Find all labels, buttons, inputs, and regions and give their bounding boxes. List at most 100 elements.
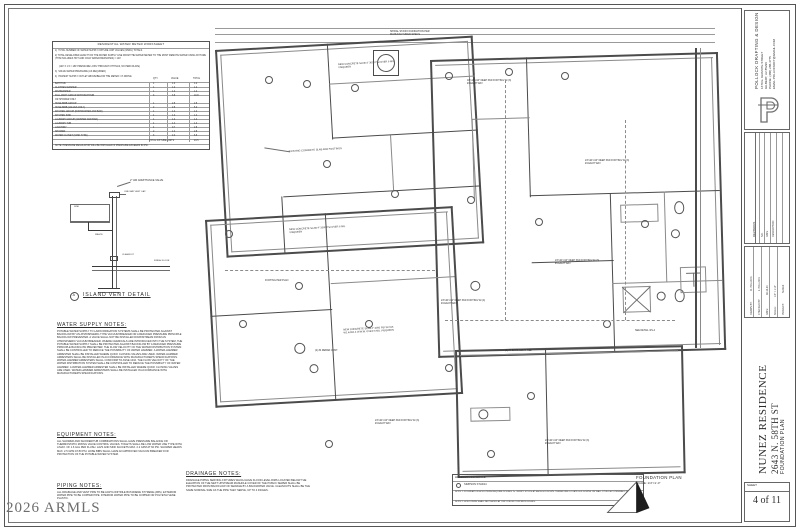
cell-qty: 1 bbox=[153, 103, 155, 105]
fixture-lavatory bbox=[670, 229, 681, 239]
wm-col-qty: QTY. bbox=[153, 78, 159, 80]
detail-bubble-marker[interactable] bbox=[527, 392, 535, 400]
wm-footnote: NOTE: PRESSURE REGULATOR WILL BE INSTALL… bbox=[55, 145, 149, 147]
drainage-notes: DRAINAGE NOTES: DRAINAGE PIPING SERVING … bbox=[186, 471, 316, 496]
detail-bubble-marker[interactable] bbox=[295, 282, 303, 290]
plan-block-right-wing bbox=[430, 51, 728, 360]
detail-bubble-marker[interactable] bbox=[239, 320, 247, 328]
detail-bubble-marker[interactable] bbox=[303, 80, 311, 88]
table-row: WATER CLOSET (TANK TYPE) bbox=[55, 135, 88, 137]
water-supply-notes-body: POTABLE WATER SUPPLY TO LAWN IRRIGATION … bbox=[57, 330, 183, 376]
water-supply-notes: WATER SUPPLY NOTES: POTABLE WATER SUPPLY… bbox=[57, 322, 183, 379]
holdown-symbol-label: SIMPSON STHD14 bbox=[464, 482, 487, 486]
holdown-symbol-icon bbox=[456, 483, 461, 488]
detail-bubble-marker[interactable] bbox=[265, 76, 273, 84]
cell-qty: 3 bbox=[153, 95, 155, 97]
equipment-notes-body: ALL SHOWER AND SHOWER/TUB COMBINATIONS S… bbox=[57, 440, 182, 456]
cell-total: 2.8 bbox=[194, 131, 198, 133]
title-block-info: DRAWN BY: M. POLLOCK CHECKED BY: J. POLL… bbox=[744, 246, 790, 318]
detail-bubble-marker[interactable] bbox=[561, 72, 569, 80]
project-name: NUNEZ RESIDENCE bbox=[757, 364, 769, 474]
fixture-floor-sink-2 bbox=[309, 363, 319, 374]
detail-bubble-marker[interactable] bbox=[445, 72, 453, 80]
detail-bubble-marker[interactable] bbox=[603, 320, 611, 328]
wm-total-label: TOTAL FIXTURE UNITS bbox=[149, 140, 175, 142]
wm-note-1: 1) TOTAL NUMBER OF WATER SUPPLY FIXTURE … bbox=[55, 50, 143, 52]
wm-title: RESIDENTIAL WATER METER WORKSHEET bbox=[97, 42, 165, 46]
cleanout-label: CLEANOUT bbox=[122, 254, 134, 256]
detail-bubble-marker[interactable] bbox=[323, 160, 331, 168]
table-row: BATHTUB bbox=[55, 83, 66, 85]
holdown-title: HOLDOWN SCHEDULE bbox=[455, 475, 486, 479]
table-row: KITCHEN SINK bbox=[55, 115, 72, 117]
cell-total: 1.4 bbox=[194, 123, 198, 125]
title-block-project-title: NUNEZ RESIDENCE 2643 N. 58TH ST FOUNDATI… bbox=[744, 322, 790, 480]
cell-value: 1.4 bbox=[172, 111, 176, 113]
project-address: 2643 N. 58TH ST bbox=[770, 403, 780, 474]
cell-value: 0.7 bbox=[172, 127, 176, 129]
sheet-number: 4 of 11 bbox=[753, 495, 781, 506]
detail-bubble-marker[interactable] bbox=[351, 84, 359, 92]
detail-bubble-marker[interactable] bbox=[505, 68, 513, 76]
sheet-label: SHEET bbox=[747, 483, 758, 487]
plan-annotation-rebar: (2) #4 REBAR CONT. bbox=[315, 349, 338, 352]
water-meter-worksheet-table: RESIDENTIAL WATER METER WORKSHEET 1) TOT… bbox=[52, 41, 210, 150]
vent-cap-label: ONE WAY VENT CAP bbox=[124, 191, 146, 193]
detail-bubble-marker[interactable] bbox=[641, 220, 649, 228]
wm-col-total: TOTAL bbox=[193, 78, 201, 80]
detail-bubble-marker[interactable] bbox=[391, 190, 399, 198]
piping-notes-heading: PIPING NOTES: bbox=[57, 483, 102, 489]
wm-col-value: VALUE bbox=[171, 78, 179, 80]
pollock-logo-icon bbox=[758, 97, 779, 123]
one-way-vent-cap bbox=[109, 192, 120, 198]
plan-block-lower-left: NEW CONCRETE SLAB 4" 3000 PSI W/ 6x6 W1.… bbox=[205, 206, 465, 410]
detail-bubble-marker[interactable] bbox=[535, 218, 543, 226]
spiral-stair-circle bbox=[377, 54, 395, 72]
cell-value: 1.4 bbox=[172, 83, 176, 85]
detail-bubble-marker[interactable] bbox=[467, 196, 475, 204]
table-row: HOSE BIBB (VALVES ONLY) bbox=[55, 107, 85, 109]
foundation-floor-plan: EXISTING CONCRETE SLAB AND FOOTINGS NEW … bbox=[205, 20, 735, 490]
finish-floor-label: FINISH FLOOR bbox=[154, 260, 170, 262]
plan-annotation-existing-slab: EXISTING CONCRETE SLAB AND FOOTINGS bbox=[288, 147, 342, 154]
detail-bubble-marker[interactable] bbox=[445, 364, 453, 372]
detail-bubble-marker[interactable] bbox=[487, 450, 495, 458]
cell-qty: 2 bbox=[153, 107, 155, 109]
cell-total: 1.4 bbox=[194, 87, 198, 89]
cell-qty: 1 bbox=[153, 123, 155, 125]
drainage-notes-heading: DRAINAGE NOTES: bbox=[186, 471, 242, 477]
holdown-note-2: NOTE 2: HOLDOWNS SHALL BE PLACED AT ONLY… bbox=[455, 501, 536, 503]
detail-bubble bbox=[70, 292, 79, 301]
detail-bubble-marker[interactable] bbox=[225, 230, 233, 238]
table-row: LAUNDRY GROUP (WASHER AND BAR) bbox=[55, 119, 98, 121]
plan-annotation-footing-per-plan: FOOTING PER PLAN bbox=[265, 279, 289, 282]
title-block-revisions: REVISIONS NO. DATE DESCRIPTION bbox=[744, 132, 790, 244]
detail-bubble-marker[interactable] bbox=[365, 320, 373, 328]
table-row: HOSE BIBB GROUP bbox=[55, 103, 77, 105]
table-row: LAUNDRY TUB bbox=[55, 123, 72, 125]
waste-label: WASTE bbox=[95, 234, 103, 236]
plan-scale: SCALE: 1/4"=1'-0" bbox=[636, 481, 661, 485]
cell-qty: 1 bbox=[153, 83, 155, 85]
fixture-counter bbox=[470, 406, 511, 422]
cell-qty: 1 bbox=[153, 87, 155, 89]
info-value-project: NUNEZ bbox=[782, 284, 785, 293]
cell-qty: 3 bbox=[153, 135, 155, 137]
water-supply-notes-heading: WATER SUPPLY NOTES: bbox=[57, 322, 127, 328]
sheet-number-block: SHEET 4 of 11 bbox=[744, 482, 790, 522]
detail-bubble-marker[interactable] bbox=[325, 440, 333, 448]
equipment-notes: EQUIPMENT NOTES: ALL SHOWER AND SHOWER/T… bbox=[57, 432, 183, 460]
cell-total: 2.8 bbox=[194, 127, 198, 129]
table-row: KITCHEN GROUP (DISHWASHER AND BAR) bbox=[55, 111, 103, 113]
cell-value: 1.4 bbox=[172, 115, 176, 117]
revisions-col-desc: DESCRIPTION bbox=[772, 220, 775, 237]
cell-qty: 2 bbox=[153, 131, 155, 133]
piping-notes: PIPING NOTES: ALL DRAINAGE AND VENT PIPE… bbox=[57, 483, 183, 505]
cell-qty: 1 bbox=[153, 111, 155, 113]
cell-value: 2.5 bbox=[172, 103, 176, 105]
equipment-notes-heading: EQUIPMENT NOTES: bbox=[57, 432, 117, 438]
wm-note-2: 2) TOTAL DEVELOPED LENGTH OF THE WATER S… bbox=[55, 55, 206, 60]
cell-value: 2.2 bbox=[172, 135, 176, 137]
plan-title: FOUNDATION PLAN bbox=[636, 475, 682, 480]
